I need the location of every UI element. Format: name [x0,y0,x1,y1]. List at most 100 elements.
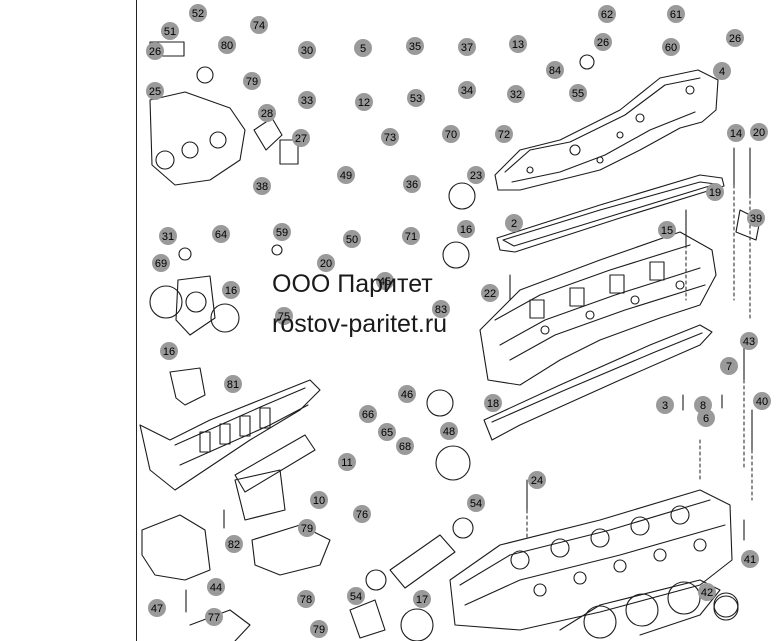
callout-number: 36 [406,179,418,191]
callout-bubble [667,5,685,23]
callout-number: 33 [301,95,313,107]
callout-number: 73 [384,132,396,144]
callout-number: 74 [253,20,265,32]
callout-44: 44 [207,578,225,596]
callout-54: 54 [467,494,485,512]
callout-number: 43 [743,336,755,348]
callout-number: 81 [227,379,239,391]
callout-bubble [507,85,525,103]
callout-bubble [378,423,396,441]
callout-bubble [161,22,179,40]
callout-number: 78 [300,594,312,606]
callout-number: 41 [744,554,756,566]
callout-number: 54 [350,591,362,603]
callout-bubble [224,375,242,393]
callout-bubble [338,453,356,471]
callout-bubble [275,307,293,325]
cylinder-head-part [449,489,733,631]
watermark-site: rostov-paritet.ru [272,310,448,338]
callout-number: 4 [719,66,725,78]
seal-rings-part [178,54,739,641]
callout-number: 37 [461,42,473,54]
callout-64: 64 [212,225,230,243]
callout-bubble [207,578,225,596]
callout-14: 14 [727,124,745,142]
callout-bubble [297,590,315,608]
callout-36: 36 [403,175,421,193]
callout-4: 4 [713,62,731,80]
callout-number: 35 [409,41,421,53]
callout-number: 79 [301,523,313,535]
callout-number: 24 [531,475,543,487]
callout-3: 3 [656,396,674,414]
callout-bubble [148,599,166,617]
callout-bubble [159,227,177,245]
callout-40: 40 [753,392,771,410]
callout-69: 69 [152,254,170,272]
callout-23: 23 [467,166,485,184]
callout-number: 19 [709,187,721,199]
callout-10: 10 [310,491,328,509]
callout-bubble [337,166,355,184]
callout-66: 66 [359,405,377,423]
callout-bubble [160,342,178,360]
callout-bubble [656,396,674,414]
watermark-company: ООО Паритет [272,270,433,298]
callout-number: 49 [340,170,352,182]
callout-number: 82 [228,539,240,551]
callout-number: 54 [470,498,482,510]
callout-number: 52 [192,8,204,20]
callout-26: 26 [146,42,164,60]
callout-number: 32 [510,89,522,101]
callout-bubble [569,84,587,102]
callout-60: 60 [662,38,680,56]
callout-number: 45 [379,276,391,288]
callout-bubble [222,281,240,299]
callout-number: 79 [246,76,258,88]
callout-27: 27 [292,129,310,147]
callout-17: 17 [413,590,431,608]
callout-47: 47 [148,599,166,617]
callout-number: 16 [460,224,472,236]
callout-32: 32 [507,85,525,103]
callout-25: 25 [146,82,164,100]
callout-bubble [481,284,499,302]
callout-74: 74 [250,16,268,34]
page-border-line [136,0,137,641]
callout-30: 30 [298,41,316,59]
callout-bubble [298,519,316,537]
callout-bubble [528,471,546,489]
callout-46: 46 [398,385,416,403]
callout-number: 11 [341,457,352,469]
callout-bubble [146,82,164,100]
callout-number: 62 [601,9,613,21]
callout-6: 6 [697,409,715,427]
callout-bubble [398,385,416,403]
callout-number: 53 [410,93,422,105]
callout-75: 75 [275,307,293,325]
callout-39: 39 [747,209,765,227]
callout-16: 16 [160,342,178,360]
callout-11: 11 [338,453,356,471]
callout-number: 68 [399,441,411,453]
callout-number: 69 [155,258,167,270]
callout-bubble [310,620,328,638]
callout-number: 66 [362,409,374,421]
callout-bubble [310,491,328,509]
callout-52: 52 [189,4,207,22]
callout-79: 79 [243,72,261,90]
callout-70: 70 [442,125,460,143]
callout-number: 16 [225,285,237,297]
callout-61: 61 [667,5,685,23]
callout-bubble [403,175,421,193]
callout-number: 38 [256,181,268,193]
callout-number: 13 [512,39,524,51]
coolant-pipe-part [234,434,456,589]
callout-18: 18 [484,394,502,412]
callout-43: 43 [740,332,758,350]
housing-gasket-part [483,324,713,441]
callout-72: 72 [495,125,513,143]
callout-bubble [747,209,765,227]
intake-manifold-part [141,469,386,641]
